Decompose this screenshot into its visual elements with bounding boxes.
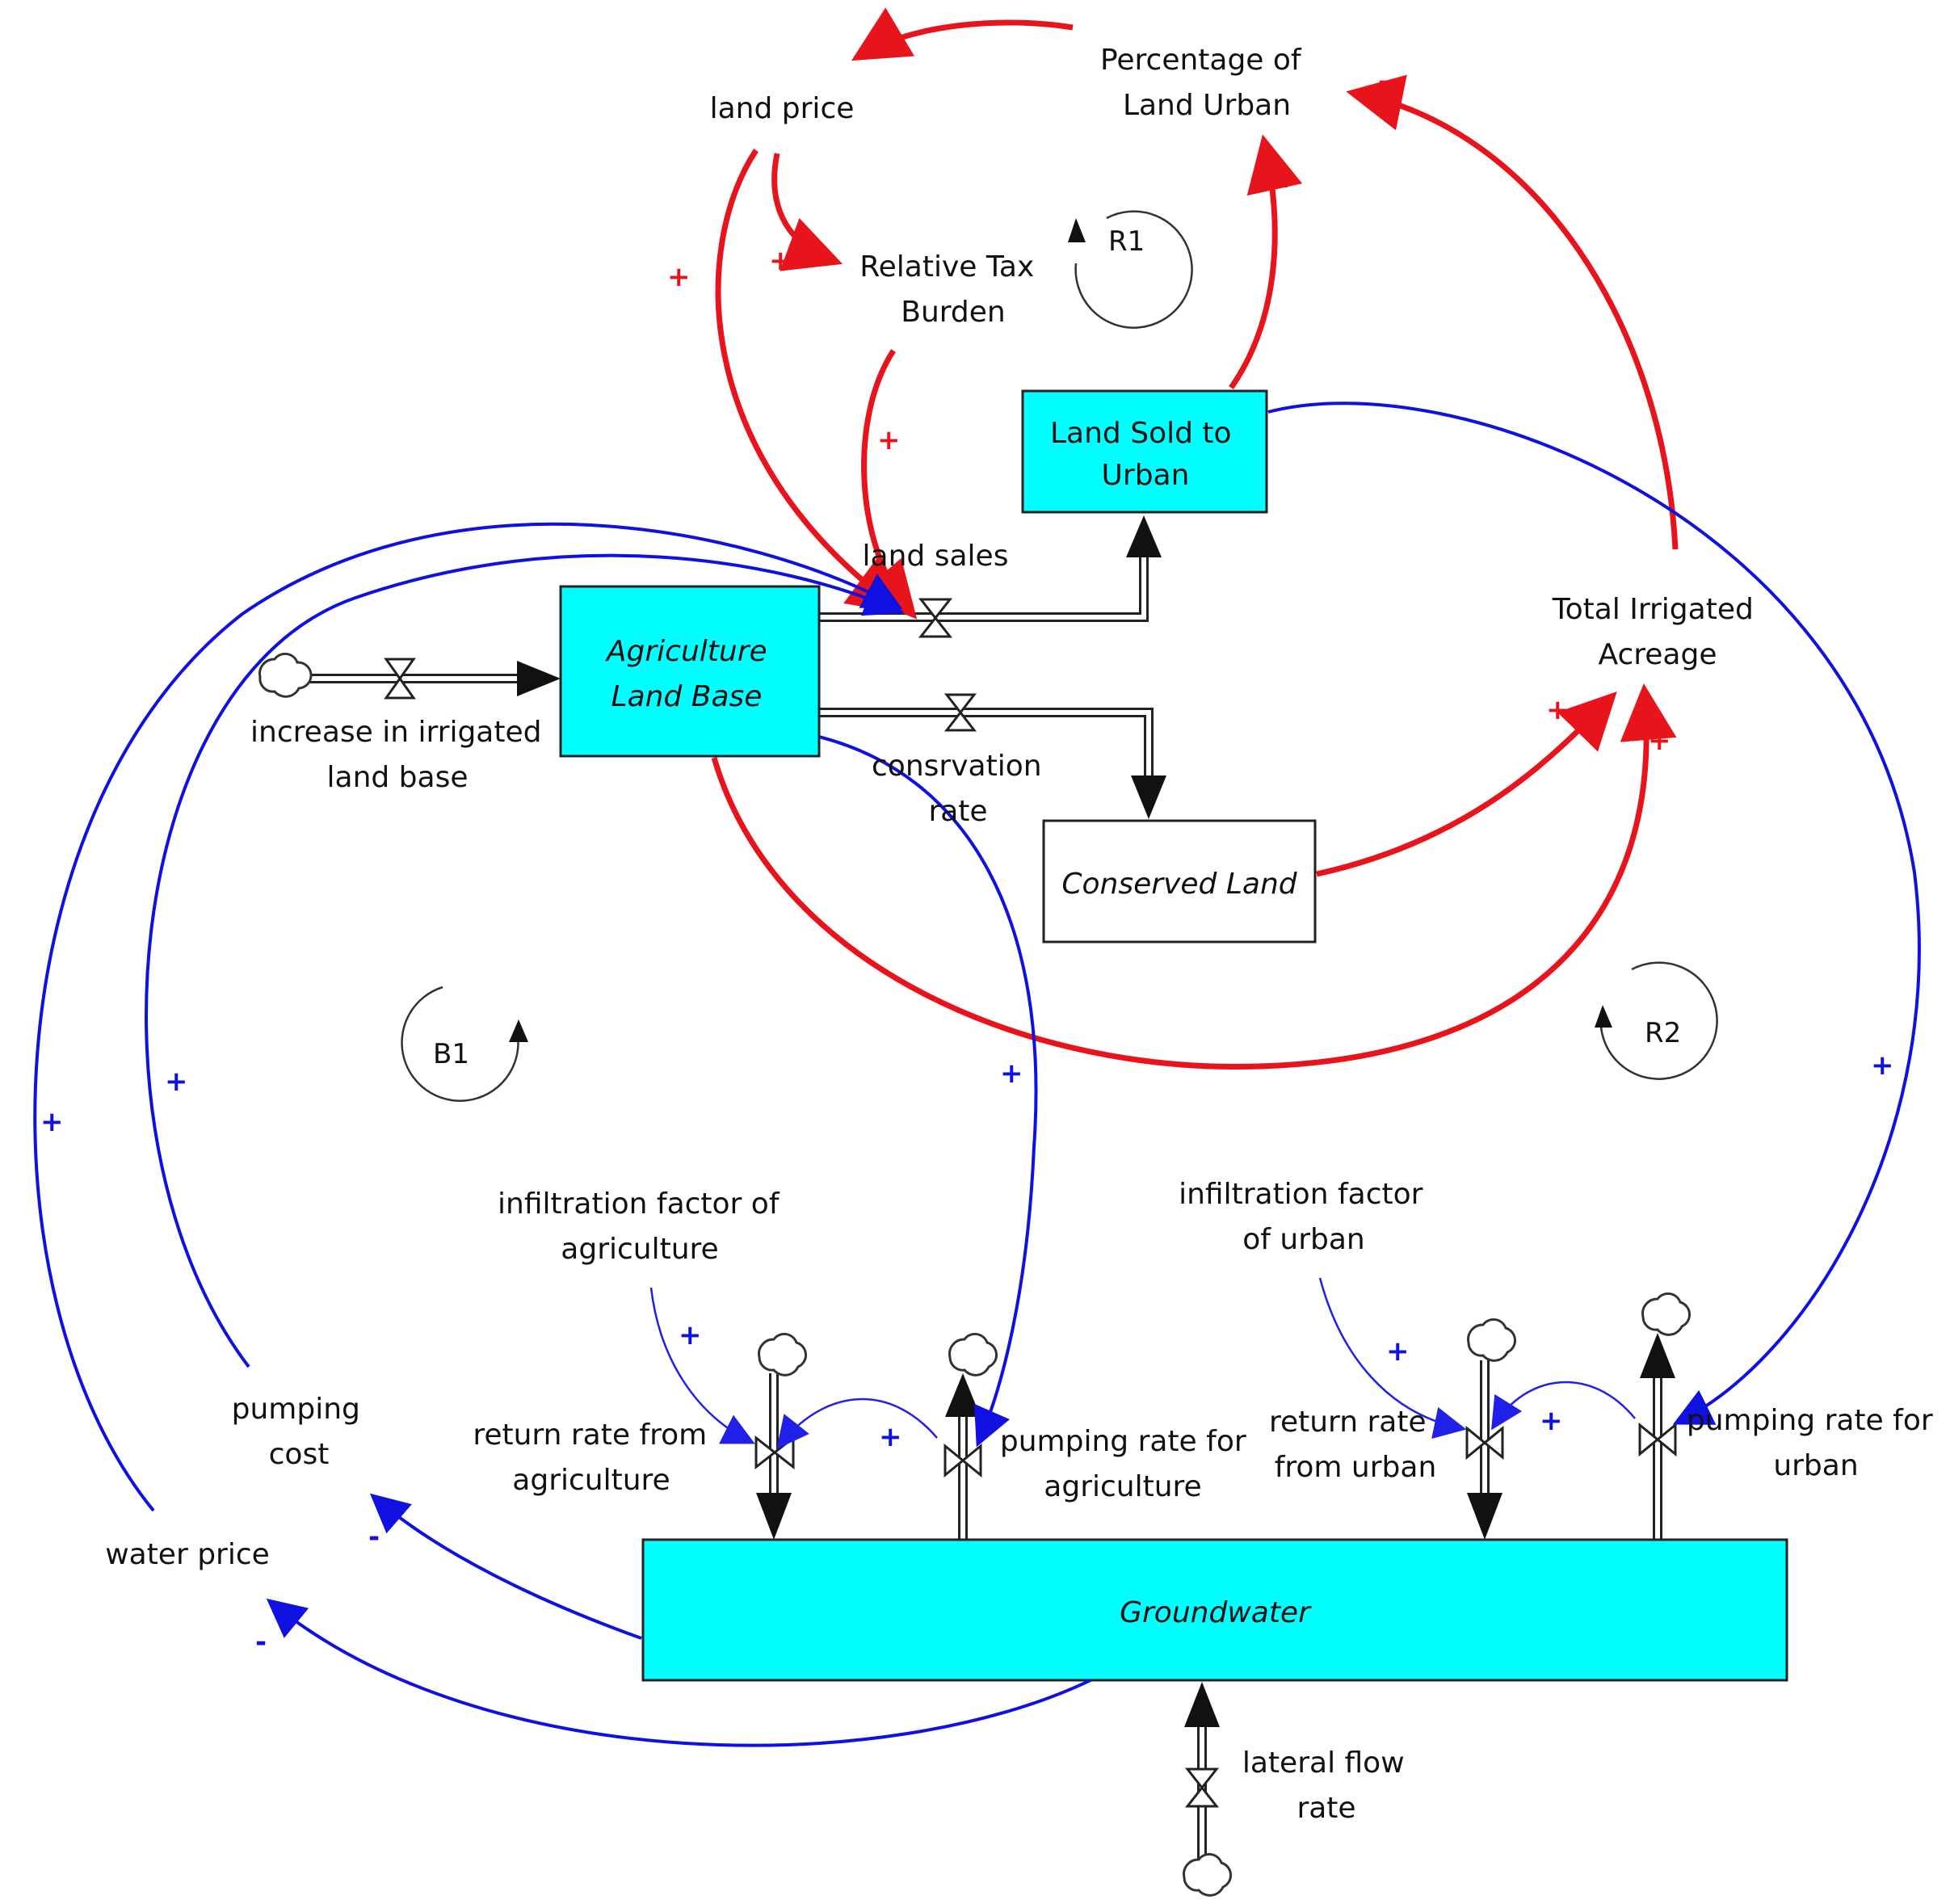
- var-pumping-rate-agriculture: pumping rate for agriculture: [1000, 1425, 1255, 1503]
- stock-label-land-sold: Land Sold to Urban: [1050, 417, 1241, 492]
- stock-groundwater: [641, 1538, 1788, 1682]
- loop-label-r2: R2: [1645, 1017, 1681, 1049]
- valve-land-sales: [918, 598, 953, 638]
- stock-conserved-land: [1042, 819, 1317, 944]
- var-increase-irrigated-land-base: increase in irrigated land base: [250, 716, 551, 794]
- link-total-to-percentage: [1346, 74, 1679, 550]
- polarity-plus: +: [1648, 725, 1671, 757]
- polarity-plus: +: [1386, 1335, 1410, 1368]
- polarity-plus: +: [1275, 162, 1298, 195]
- link-pumpingag-to-returnag: [776, 1398, 938, 1449]
- stocks: [559, 389, 1788, 1682]
- blue-links: [33, 401, 1921, 1747]
- link-infilurban-to-returnurban: [1318, 1277, 1467, 1440]
- cloud-icon: [948, 1332, 998, 1377]
- polarity-plus: +: [872, 11, 896, 43]
- cloud-icon: [1641, 1292, 1691, 1336]
- cloud-icon: [1183, 1852, 1232, 1897]
- var-total-irrigated-acreage: Total Irrigated Acreage: [1552, 593, 1763, 671]
- var-conservation-rate: consrvation rate: [872, 750, 1051, 828]
- polarity-plus: +: [1540, 1405, 1563, 1437]
- stock-agriculture-land-base: [559, 585, 821, 758]
- polarity-minus: -: [368, 1521, 380, 1553]
- polarity-plus: +: [1546, 694, 1570, 726]
- loop-label-b1: B1: [433, 1038, 469, 1070]
- link-landprice-to-landsales: [715, 149, 906, 615]
- link-agriculture-to-total: [711, 683, 1677, 1070]
- link-pumpingurban-to-returnurban: [1491, 1381, 1636, 1431]
- var-relative-tax-burden: Relative Tax Burden: [859, 250, 1043, 329]
- valve-conservation: [943, 693, 977, 732]
- clouds: [258, 652, 1691, 1897]
- loop-b1: B1: [401, 986, 528, 1102]
- stock-label-groundwater: Groundwater: [1120, 1596, 1312, 1629]
- valve-lateral-flow: [1184, 1767, 1220, 1808]
- link-landsold-to-percentage: [1229, 134, 1303, 390]
- polarity-plus: +: [769, 245, 792, 277]
- cloud-icon: [1467, 1318, 1516, 1362]
- valves: [384, 598, 1677, 1808]
- link-waterprice-to-landsales: [33, 522, 903, 1512]
- var-return-rate-agriculture: return rate from agriculture: [473, 1419, 716, 1497]
- var-lateral-flow-rate: lateral flow rate: [1242, 1746, 1414, 1825]
- polarity-plus: +: [1000, 1057, 1023, 1090]
- var-percentage-land-urban: Percentage of Land Urban: [1100, 44, 1310, 122]
- polarity-plus: +: [877, 424, 901, 456]
- polarity-plus: +: [165, 1065, 188, 1098]
- polarity-plus: +: [1871, 1049, 1894, 1082]
- var-infiltration-factor-urban: infiltration factor of urban: [1179, 1178, 1432, 1256]
- link-infilag-to-returnag: [649, 1287, 755, 1444]
- polarity-plus: +: [667, 261, 691, 293]
- var-water-price: water price: [105, 1538, 270, 1571]
- valve-pumping-urban: [1638, 1422, 1677, 1457]
- polarity-plus: +: [679, 1319, 702, 1351]
- var-pumping-rate-urban: pumping rate for urban: [1687, 1404, 1942, 1482]
- link-groundwater-to-waterprice: [266, 1598, 1091, 1747]
- labels: Agriculture Land Base Land Sold to Urban…: [105, 44, 1942, 1825]
- loop-r2: R2: [1595, 961, 1718, 1080]
- link-landsold-to-pumping-urban: [1267, 401, 1921, 1425]
- link-landprice-to-taxburden: [771, 153, 843, 271]
- link-pumpingcost-to-landsales: [145, 553, 905, 1368]
- stock-land-sold-to-urban: [1021, 389, 1268, 514]
- red-links: [711, 7, 1679, 1070]
- polarity-signs: + - + + + + + + + + + + + + + + - -: [40, 11, 1894, 1658]
- var-land-price: land price: [710, 92, 855, 125]
- link-conserved-to-total: [1316, 691, 1617, 877]
- loop-label-r1: R1: [1108, 225, 1145, 258]
- polarity-minus: -: [255, 1626, 267, 1658]
- flow-pipes: [289, 515, 1675, 1864]
- valve-increase-irrigated: [384, 658, 416, 700]
- polarity-plus: +: [40, 1106, 64, 1138]
- stock-label-conserved: Conserved Land: [1061, 868, 1297, 901]
- cloud-icon: [258, 652, 313, 698]
- stock-label-agriculture: Agriculture Land Base: [605, 635, 776, 713]
- polarity-plus: +: [879, 1421, 902, 1453]
- link-agriculture-to-pumping-ag: [818, 735, 1038, 1448]
- var-pumping-cost: pumping cost: [232, 1393, 370, 1471]
- var-infiltration-factor-agriculture: infiltration factor of agriculture: [498, 1187, 788, 1266]
- link-percentage-to-landprice: [851, 7, 1074, 61]
- loop-r1: R1: [1068, 210, 1193, 329]
- var-land-sales: land sales: [863, 540, 1009, 573]
- link-groundwater-to-pumpingcost: [369, 1493, 642, 1640]
- cloud-icon: [758, 1332, 807, 1377]
- var-return-rate-urban: return rate from urban: [1269, 1406, 1436, 1484]
- polarity-minus: -: [1378, 65, 1389, 98]
